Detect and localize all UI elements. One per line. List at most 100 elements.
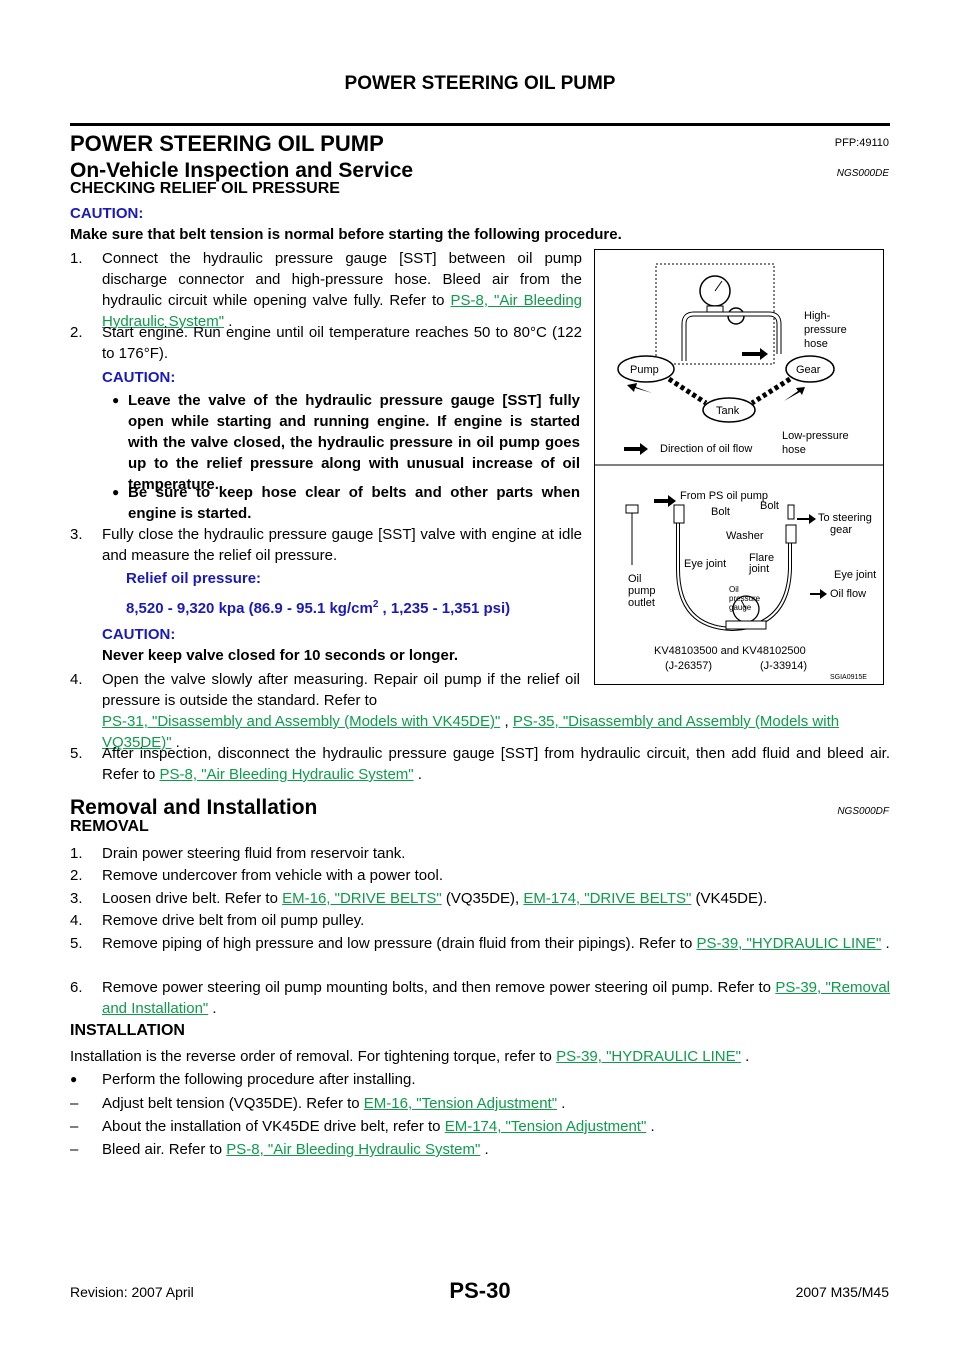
inspection-step-4: 4. Open the valve slowly after measuring… <box>70 669 890 753</box>
eye-joint-a <box>673 504 685 524</box>
step-number: 1. <box>70 250 83 267</box>
link-em174-tension[interactable]: EM-174, "Tension Adjustment" <box>444 1118 647 1135</box>
from-pump-arrow <box>654 495 676 507</box>
step-number: 2. <box>70 324 83 341</box>
label-gear: Gear <box>796 364 821 376</box>
label-to-steer-1: To steering <box>818 512 872 524</box>
installation-subtitle: INSTALLATION <box>70 1022 185 1039</box>
label-flare-1: Flare <box>749 552 774 564</box>
footer-revision: Revision: 2007 April <box>70 1284 194 1300</box>
pump-outlet-fitting <box>625 504 639 514</box>
removal-subtitle: REMOVAL <box>70 818 149 835</box>
direction-legend-arrow <box>624 443 648 455</box>
bolt-shape <box>787 504 795 520</box>
label-high-1: High- <box>804 310 831 322</box>
step-number: 4. <box>70 912 83 929</box>
bullet-dot: ● <box>70 1072 78 1086</box>
caution-label: CAUTION: <box>70 205 144 222</box>
bullet-text: Leave the valve of the hydraulic pressur… <box>128 392 580 493</box>
link-ps39-hydraulic-line-2[interactable]: PS-39, "HYDRAULIC LINE" <box>556 1048 741 1065</box>
label-low-2: hose <box>782 444 806 456</box>
step2-bullet-2: ● Be sure to keep hose clear of belts an… <box>112 482 580 524</box>
footer-model: 2007 M35/M45 <box>795 1284 889 1300</box>
step-text: Remove drive belt from oil pump pulley. <box>102 912 365 929</box>
installation-text-end: . <box>740 1048 750 1065</box>
link-ps31-disassembly[interactable]: PS-31, "Disassembly and Assembly (Models… <box>102 713 501 730</box>
step-text: Start engine. Run engine until oil tempe… <box>102 324 582 362</box>
step-number: 3. <box>70 890 83 907</box>
inspection-subtitle: CHECKING RELIEF OIL PRESSURE <box>70 180 340 197</box>
link-ps8-air-bleeding-3[interactable]: PS-8, "Air Bleeding Hydraulic System" <box>226 1141 481 1158</box>
step-text: Connect the hydraulic pressure gauge [SS… <box>102 250 582 309</box>
removal-step-4: 4. Remove drive belt from oil pump pulle… <box>70 910 890 931</box>
label-gauge-1: Oil <box>729 585 739 594</box>
inspection-code: NGS000DE <box>836 168 889 179</box>
flow-arrow-right <box>784 387 805 401</box>
step-text-mid: (VQ35DE), <box>441 890 524 907</box>
relief-value-sup: 2 <box>372 599 379 610</box>
step-number: 5. <box>70 935 83 952</box>
removal-step-1: 1. Drain power steering fluid from reser… <box>70 843 890 864</box>
step-text: Open the valve slowly after measuring. R… <box>102 671 580 709</box>
gear-shape <box>785 355 835 383</box>
label-from-ps: From PS oil pump <box>680 490 768 502</box>
step-text: Remove power steering oil pump mounting … <box>102 979 776 996</box>
removal-title: Removal and Installation <box>70 796 318 819</box>
step-text-end: . <box>881 935 890 952</box>
link-ps35-disassembly[interactable]: PS-35, "Disassembly and Assembly (Models… <box>102 713 840 751</box>
link-ps39-hydraulic-line[interactable]: PS-39, "HYDRAULIC LINE" <box>696 935 882 952</box>
installation-dash-1: –Adjust belt tension (VQ35DE). Refer to … <box>70 1095 565 1112</box>
oil-flow-arrow <box>810 589 827 599</box>
inspection-step-1: 1. Connect the hydraulic pressure gauge … <box>70 248 582 332</box>
label-flare-2: joint <box>748 563 769 575</box>
step-text: Loosen drive belt. Refer to <box>102 890 283 907</box>
relief-label: Relief oil pressure: <box>126 570 262 587</box>
step-text: Fully close the hydraulic pressure gauge… <box>102 526 582 564</box>
step-number: 6. <box>70 979 83 996</box>
inspection-step-5: 5. After inspection, disconnect the hydr… <box>70 743 890 785</box>
installation-text-body: Installation is the reverse order of rem… <box>70 1048 557 1065</box>
step-text: Drain power steering fluid from reservoi… <box>102 845 406 862</box>
step3-caution-text: Never keep valve closed for 10 seconds o… <box>102 647 458 664</box>
flow-arrow-top <box>742 348 768 360</box>
link-em16-tension[interactable]: EM-16, "Tension Adjustment" <box>363 1095 558 1112</box>
step-number: 1. <box>70 845 83 862</box>
link-em16-drive-belts[interactable]: EM-16, "DRIVE BELTS" <box>282 890 442 907</box>
step-text-end: (VK45DE). <box>691 890 768 907</box>
caution-text: Make sure that belt tension is normal be… <box>70 226 622 243</box>
label-pump: Pump <box>630 364 659 376</box>
label-to-steer-2: gear <box>830 524 852 536</box>
low-pressure-line-left <box>667 376 708 406</box>
link-ps39-removal[interactable]: PS-39, "Removal and Installation" <box>102 979 890 1017</box>
installation-text: Installation is the reverse order of rem… <box>70 1048 749 1065</box>
bullet-dot: ● <box>112 393 120 407</box>
label-j2: (J-33914) <box>760 660 807 672</box>
dash-mark: – <box>70 1141 79 1158</box>
step-text-end: . <box>171 734 180 751</box>
dash-mark: – <box>70 1095 79 1112</box>
label-gauge-3: gauge <box>729 603 752 612</box>
step-number: 5. <box>70 745 83 762</box>
installation-dash-3: –Bleed air. Refer to PS-8, "Air Bleeding… <box>70 1141 489 1158</box>
step-text: Remove undercover from vehicle with a po… <box>102 867 443 884</box>
gauge-block <box>725 620 767 630</box>
step-text-end: . <box>224 313 233 330</box>
bullet-dot: ● <box>112 485 120 499</box>
section-title: POWER STEERING OIL PUMP <box>70 131 384 156</box>
step-number: 3. <box>70 526 83 543</box>
step2-caution-label: CAUTION: <box>102 369 176 386</box>
dash-text-end: . <box>557 1095 566 1112</box>
relief-value-b: , 1,235 - 1,351 psi) <box>378 600 511 617</box>
figure-id: SGIA0915E <box>830 674 867 681</box>
link-ps8-air-bleeding-2[interactable]: PS-8, "Air Bleeding Hydraulic System" <box>159 766 414 783</box>
figure-border <box>594 249 884 685</box>
label-low-1: Low-pressure <box>782 430 849 442</box>
pfp-code: PFP:49110 <box>834 137 889 149</box>
label-oil-1: Oil <box>628 573 641 585</box>
label-direction: Direction of oil flow <box>660 443 752 455</box>
bullet-text: Be sure to keep hose clear of belts and … <box>128 484 580 522</box>
bottom-gauge-needle <box>740 599 747 610</box>
removal-step-5: 5. Remove piping of high pressure and lo… <box>70 933 890 954</box>
link-em174-drive-belts[interactable]: EM-174, "DRIVE BELTS" <box>523 890 692 907</box>
link-ps8-air-bleeding[interactable]: PS-8, "Air Bleeding Hydraulic System" <box>102 292 583 330</box>
